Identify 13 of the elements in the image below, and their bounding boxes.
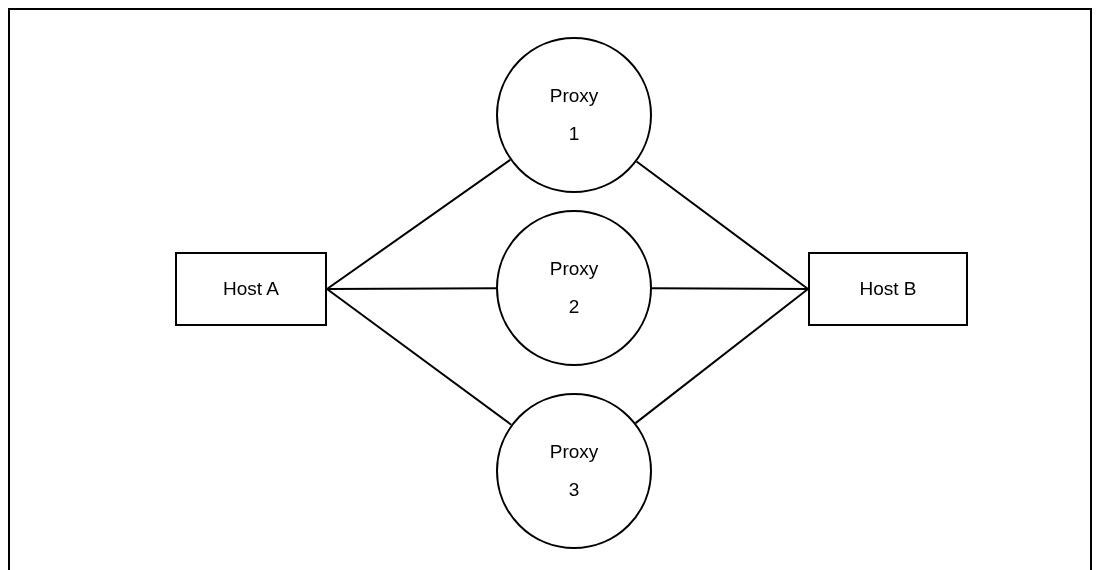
node-label: Host A [223, 277, 279, 301]
node-label: Host B [859, 277, 917, 301]
host-box [175, 252, 327, 326]
connector-line [634, 288, 809, 425]
connector-line [635, 160, 809, 290]
connector-line [651, 287, 809, 290]
node-label: Proxy 2 [548, 257, 600, 319]
connector-line [326, 287, 497, 290]
host-box [808, 252, 968, 326]
node-label: Proxy 1 [548, 84, 600, 146]
connector-line [326, 288, 513, 426]
connector-line [326, 158, 512, 290]
node-label: Proxy 3 [548, 440, 600, 502]
